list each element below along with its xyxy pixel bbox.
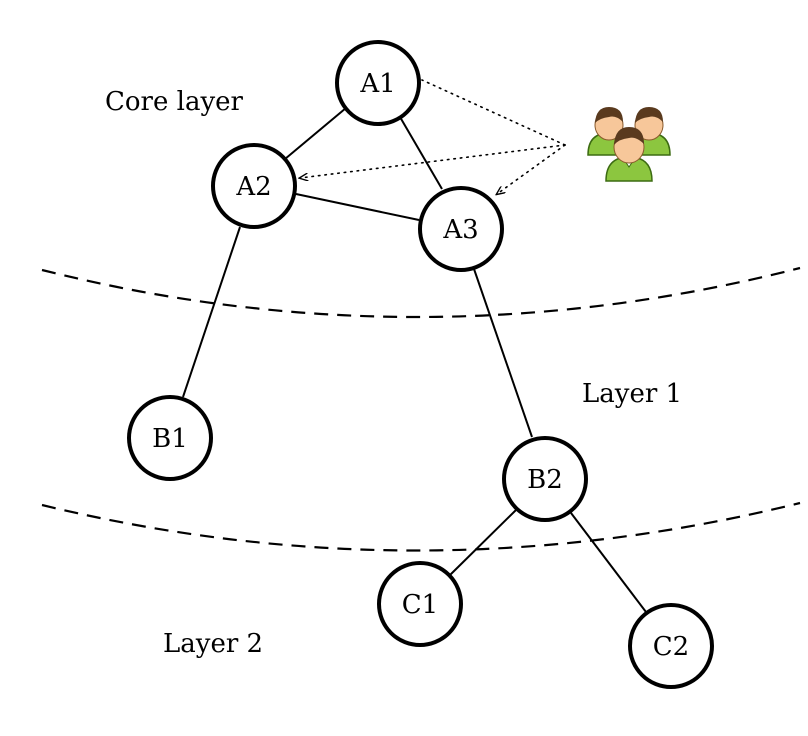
- node-b2-label: B2: [527, 465, 563, 495]
- client-links: [300, 79, 566, 194]
- node-c1-label: C1: [402, 590, 438, 620]
- layer1-label: Layer 1: [582, 379, 682, 409]
- edge-a2-a3: [295, 193, 420, 221]
- layer1-boundary: [41, 501, 801, 552]
- user-icon: [605, 127, 653, 182]
- node-b1: B1: [127, 395, 213, 481]
- edge-a3-b2: [473, 268, 533, 438]
- client-link-a3: [497, 144, 566, 194]
- node-c1: C1: [377, 561, 463, 647]
- users-group-icon: [587, 107, 671, 182]
- layer2-label: Layer 2: [163, 629, 263, 659]
- node-a3-label: A3: [442, 215, 478, 245]
- edge-b2-c1: [449, 509, 517, 576]
- edge-a1-a3: [399, 116, 443, 190]
- node-b2: B2: [502, 436, 588, 522]
- node-a2-label: A2: [235, 172, 271, 202]
- node-a3: A3: [418, 186, 504, 272]
- node-a1: A1: [335, 40, 421, 126]
- client-link-a2: [300, 144, 566, 178]
- node-c2-label: C2: [653, 632, 689, 662]
- edge-b2-c2: [570, 512, 647, 613]
- edge-a1-a2: [284, 107, 347, 160]
- client-link-a1: [421, 79, 566, 146]
- core-layer-label: Core layer: [105, 87, 244, 117]
- edges: [182, 107, 647, 613]
- core-layer-boundary: [41, 266, 801, 319]
- node-b1-label: B1: [152, 424, 188, 454]
- node-a2: A2: [211, 143, 297, 229]
- node-c2: C2: [628, 603, 714, 689]
- node-a1-label: A1: [359, 69, 395, 99]
- edge-a2-b1: [182, 226, 241, 398]
